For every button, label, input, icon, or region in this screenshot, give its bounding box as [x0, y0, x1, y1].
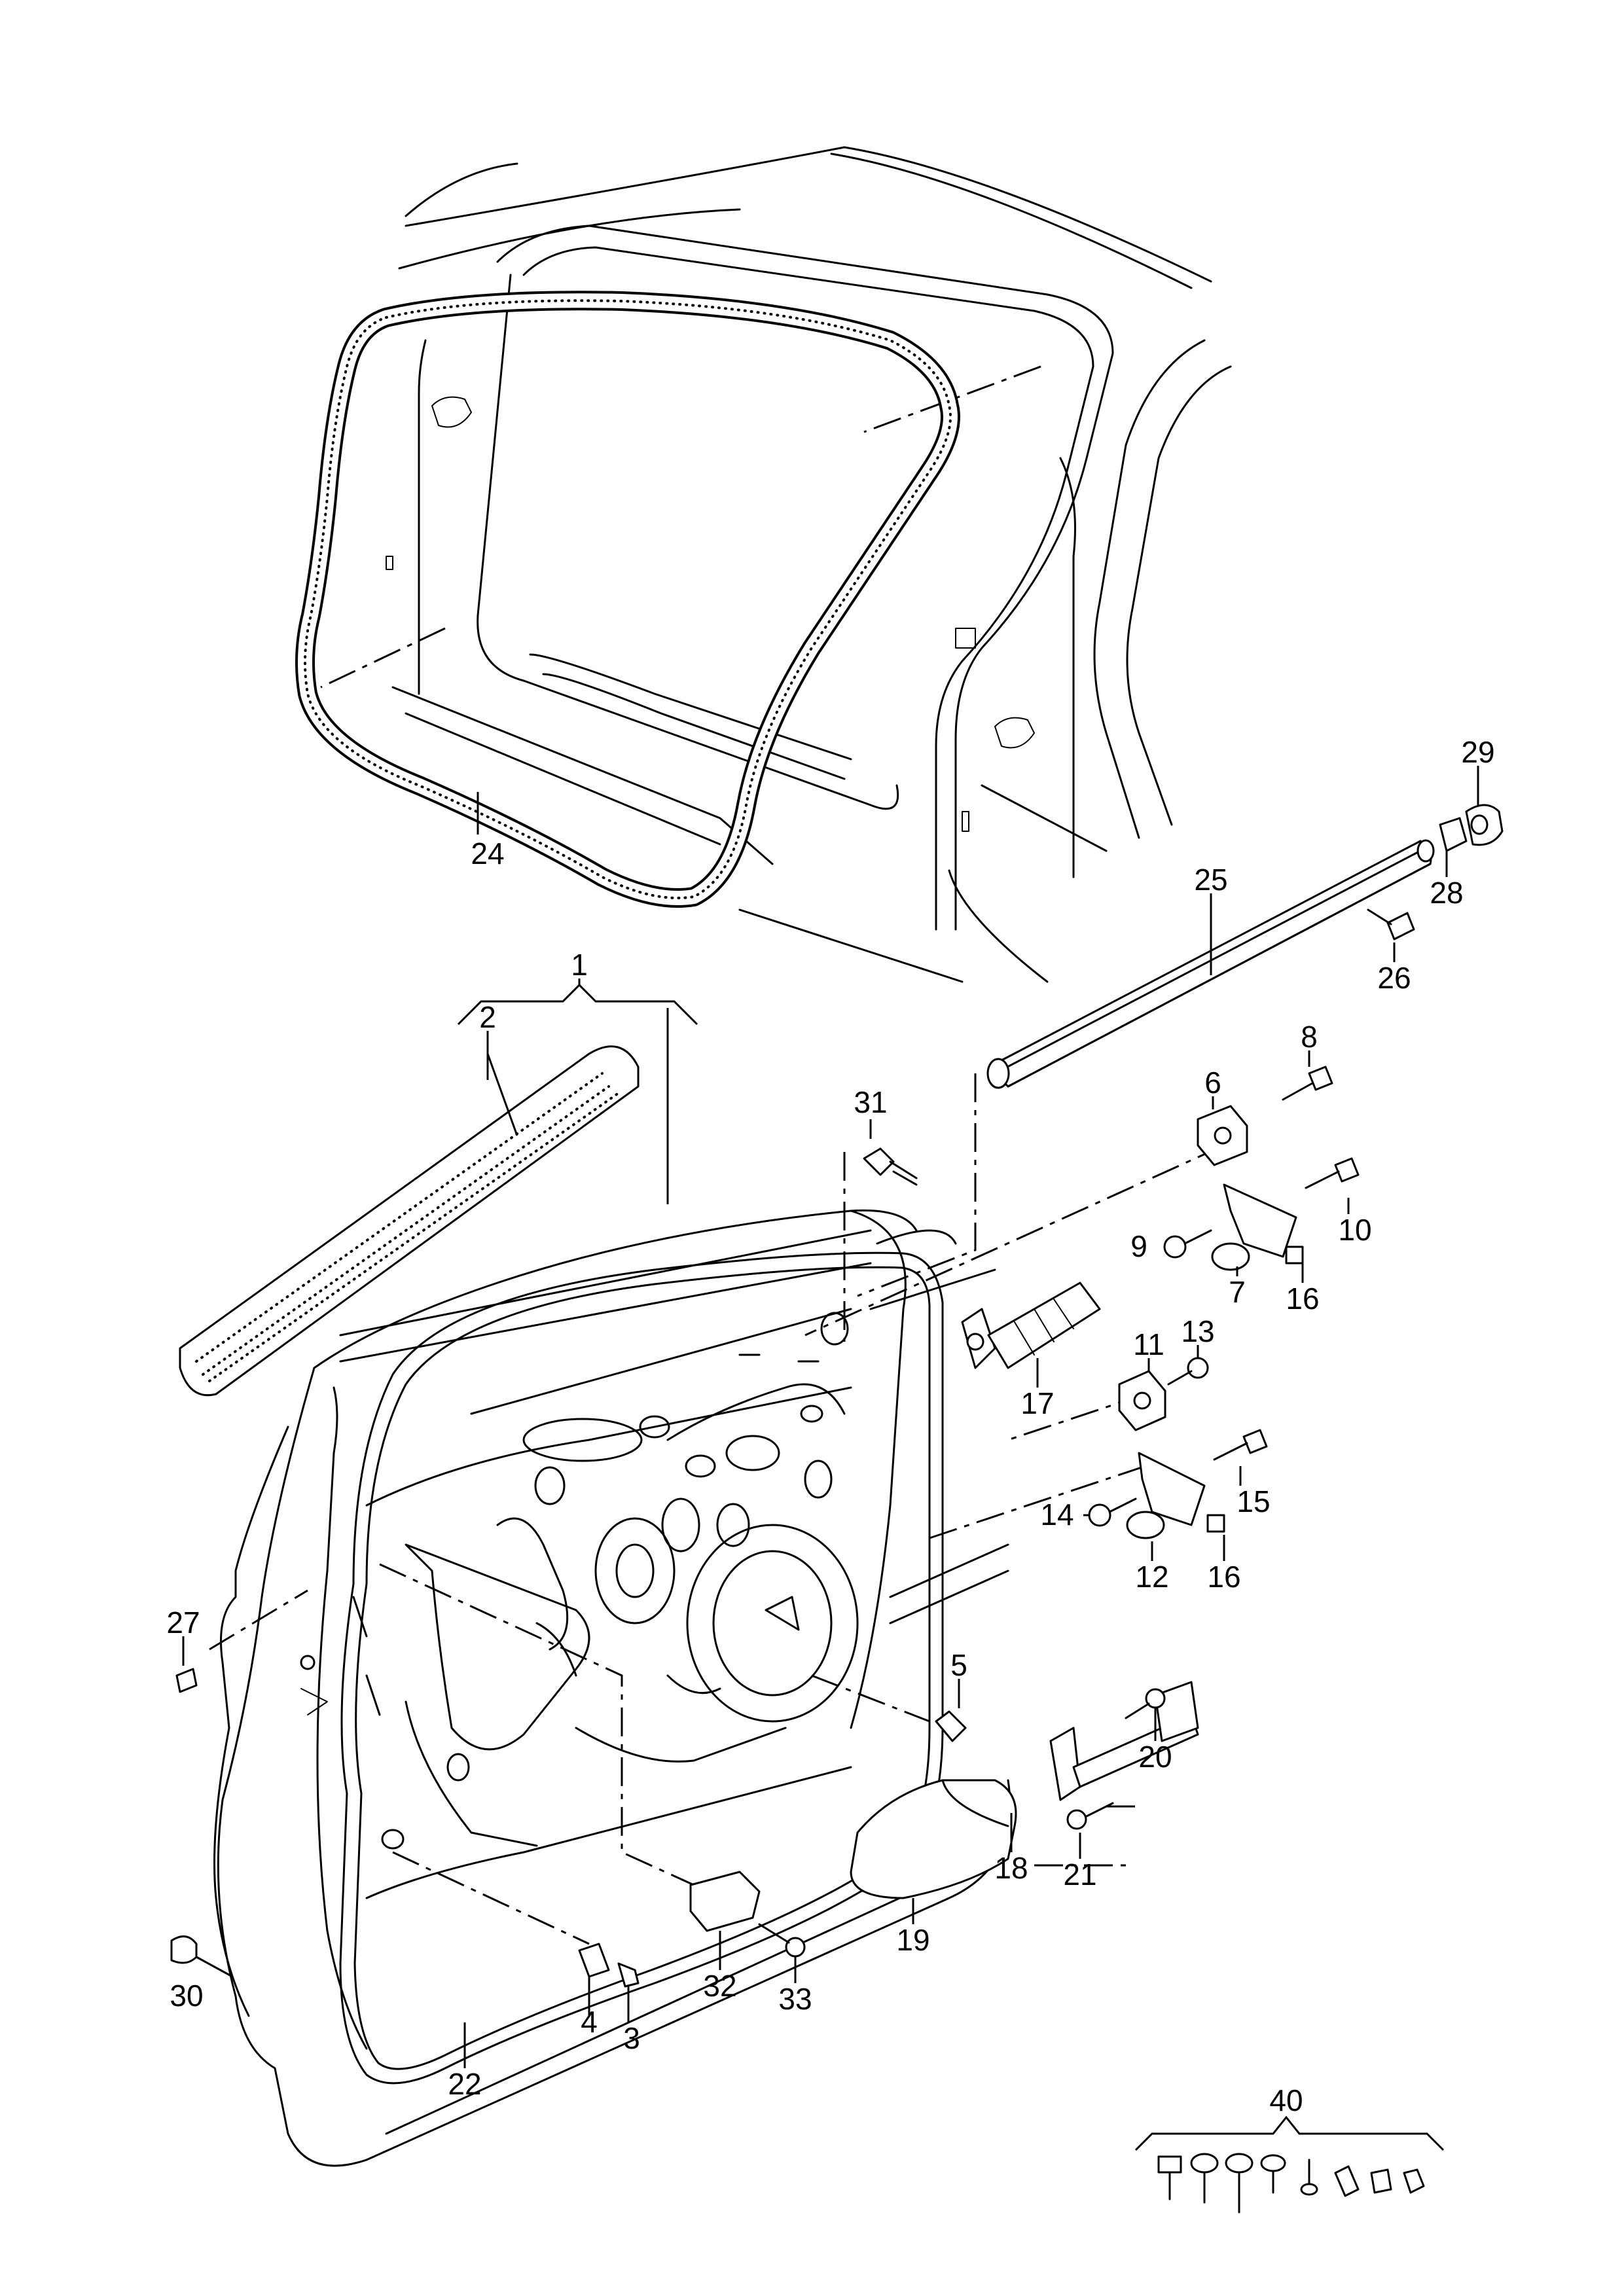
fastener-pan-bolt-icon — [1190, 2153, 1219, 2204]
callout-24: 24 — [471, 836, 504, 870]
clip-30 — [170, 1935, 198, 1964]
callout-33: 33 — [778, 1982, 812, 2016]
hinge-12 — [1126, 1452, 1225, 1539]
callout-9: 9 — [1130, 1229, 1147, 1263]
screw-3 — [617, 1962, 640, 1988]
callout-2: 2 — [479, 1000, 496, 1034]
callout-3: 3 — [623, 2021, 640, 2055]
bolt-14 — [1088, 1498, 1137, 1527]
bracket-32 — [689, 1871, 761, 1932]
callout-20: 20 — [1138, 1740, 1172, 1774]
callout-13: 13 — [1181, 1314, 1214, 1348]
bolt-20 — [1125, 1688, 1166, 1719]
callout-19: 19 — [896, 1923, 929, 1957]
callout-18: 18 — [994, 1851, 1028, 1885]
rod-25 — [986, 839, 1435, 1089]
fastener-clip-icon — [1334, 2165, 1360, 2197]
callout-16b: 16 — [1207, 1560, 1240, 1594]
callout-7: 7 — [1229, 1275, 1246, 1309]
callout-16a: 16 — [1286, 1282, 1319, 1316]
relation-lines — [209, 1073, 1225, 1945]
callout-25: 25 — [1194, 863, 1227, 897]
callout-22: 22 — [448, 2067, 481, 2101]
end-cap-28 — [1439, 817, 1468, 852]
callout-15: 15 — [1236, 1484, 1270, 1518]
callout-labels: 1 2 3 4 5 6 7 8 9 10 11 12 13 14 15 16 1… — [166, 735, 1494, 2117]
callout-4: 4 — [581, 2005, 598, 2039]
callout-26: 26 — [1377, 961, 1411, 995]
callout-12: 12 — [1135, 1560, 1168, 1594]
callout-14: 14 — [1040, 1498, 1074, 1532]
callout-8: 8 — [1301, 1020, 1318, 1054]
trim-cap-19 — [850, 1779, 1017, 1899]
plug-5 — [935, 1710, 967, 1742]
bolt-33 — [758, 1923, 806, 1958]
callout-28: 28 — [1430, 876, 1463, 910]
bolt-9 — [1163, 1229, 1212, 1259]
bolt-13 — [1167, 1357, 1209, 1386]
callout-31: 31 — [854, 1085, 887, 1119]
bolt-21 — [1066, 1802, 1114, 1830]
end-cap-29 — [1465, 804, 1504, 846]
window-seal-strip-2 — [179, 1045, 640, 1397]
hinge-7 — [1211, 1183, 1304, 1271]
callout-21: 21 — [1063, 1857, 1096, 1892]
screw-26 — [1367, 908, 1415, 941]
fastener-set-40 — [1134, 2115, 1445, 2214]
check-strap-17 — [961, 1282, 1101, 1369]
bolt-31 — [863, 1147, 918, 1186]
callout-17: 17 — [1020, 1386, 1054, 1420]
door-seal-24 — [295, 291, 960, 908]
body-door-opening — [320, 146, 1232, 983]
fastener-rivet-icon — [1300, 2159, 1318, 2196]
door-panel — [213, 1209, 1011, 2167]
callout-5: 5 — [950, 1648, 967, 1682]
callout-30: 30 — [170, 1979, 203, 2013]
callout-10: 10 — [1338, 1213, 1371, 1247]
fastener-short-bolt-icon — [1260, 2154, 1286, 2194]
leader-lines — [182, 766, 1479, 2068]
striker-18 — [1049, 1681, 1199, 1801]
callout-40: 40 — [1269, 2083, 1303, 2117]
callout-1: 1 — [571, 948, 588, 982]
bolt-10 — [1305, 1157, 1360, 1189]
bolt-15 — [1213, 1429, 1268, 1461]
bushing-4 — [578, 1943, 610, 1978]
bolt-8 — [1282, 1066, 1333, 1101]
callout-6: 6 — [1204, 1066, 1221, 1100]
fastener-push-clip-icon — [1403, 2168, 1425, 2194]
fastener-hex-bolt-icon — [1157, 2155, 1182, 2200]
fastener-nut-icon — [1370, 2168, 1392, 2194]
callout-29: 29 — [1461, 735, 1494, 769]
callout-27: 27 — [166, 1605, 200, 1640]
hinge-6 — [1197, 1105, 1248, 1166]
callout-11: 11 — [1133, 1327, 1164, 1361]
fastener-long-bolt-icon — [1225, 2153, 1254, 2214]
callout-32: 32 — [703, 1969, 736, 2003]
door-seal-22 — [339, 1229, 957, 2085]
hinge-11 — [1118, 1370, 1166, 1431]
clip-27 — [175, 1668, 198, 1693]
